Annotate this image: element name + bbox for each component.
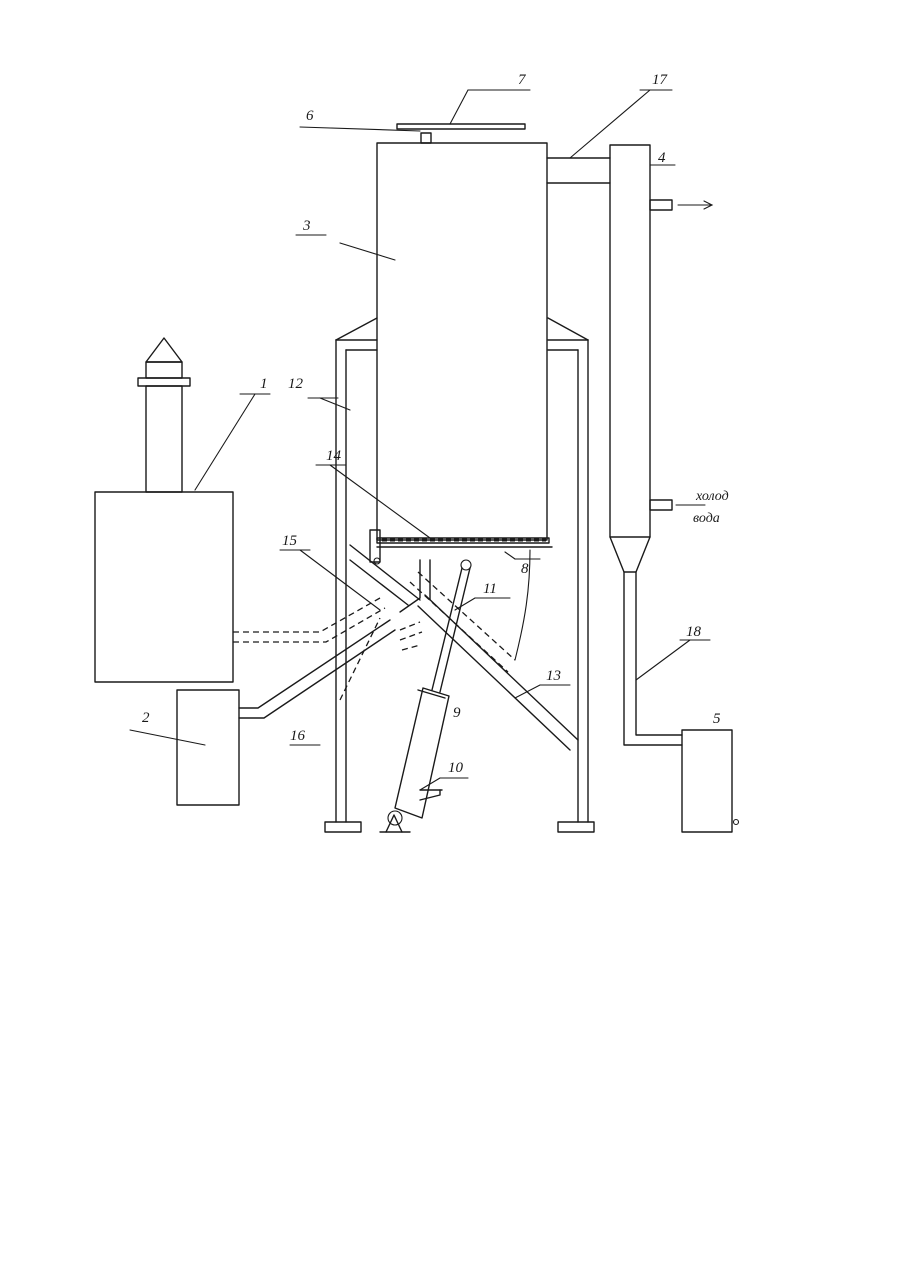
- chutes: [350, 545, 578, 750]
- label-14: 14: [326, 448, 342, 464]
- cold-water-line2: вода: [693, 511, 720, 526]
- label-1: 1: [260, 376, 268, 392]
- label-12: 12: [288, 376, 304, 392]
- label-3: 3: [302, 218, 311, 234]
- label-18: 18: [686, 624, 702, 640]
- callout-labels: 1 2 3 4 5 6 7 8 9 10 11 12 13 14 15 16 1…: [142, 72, 721, 776]
- label-11: 11: [483, 581, 497, 597]
- leader-lines: [130, 90, 710, 790]
- hydraulic-cylinder: [380, 560, 471, 832]
- label-2: 2: [142, 710, 150, 726]
- label-16: 16: [290, 728, 306, 744]
- condenser: [547, 145, 712, 745]
- collector: [682, 730, 739, 832]
- support-frame: [325, 318, 594, 832]
- label-15: 15: [282, 533, 298, 549]
- cold-water-note: холод вода: [693, 489, 729, 526]
- label-5: 5: [713, 711, 721, 727]
- label-8: 8: [521, 561, 529, 577]
- label-13: 13: [546, 668, 561, 684]
- label-9: 9: [453, 705, 461, 721]
- cold-water-line1: холод: [695, 489, 729, 504]
- unit-2: [177, 690, 239, 805]
- label-10: 10: [448, 760, 464, 776]
- label-4: 4: [658, 150, 666, 166]
- furnace: [95, 338, 233, 682]
- label-7: 7: [518, 72, 527, 88]
- label-17: 17: [652, 72, 669, 88]
- connecting-pipes: [233, 598, 395, 718]
- label-6: 6: [306, 108, 314, 124]
- main-vessel: [370, 124, 552, 564]
